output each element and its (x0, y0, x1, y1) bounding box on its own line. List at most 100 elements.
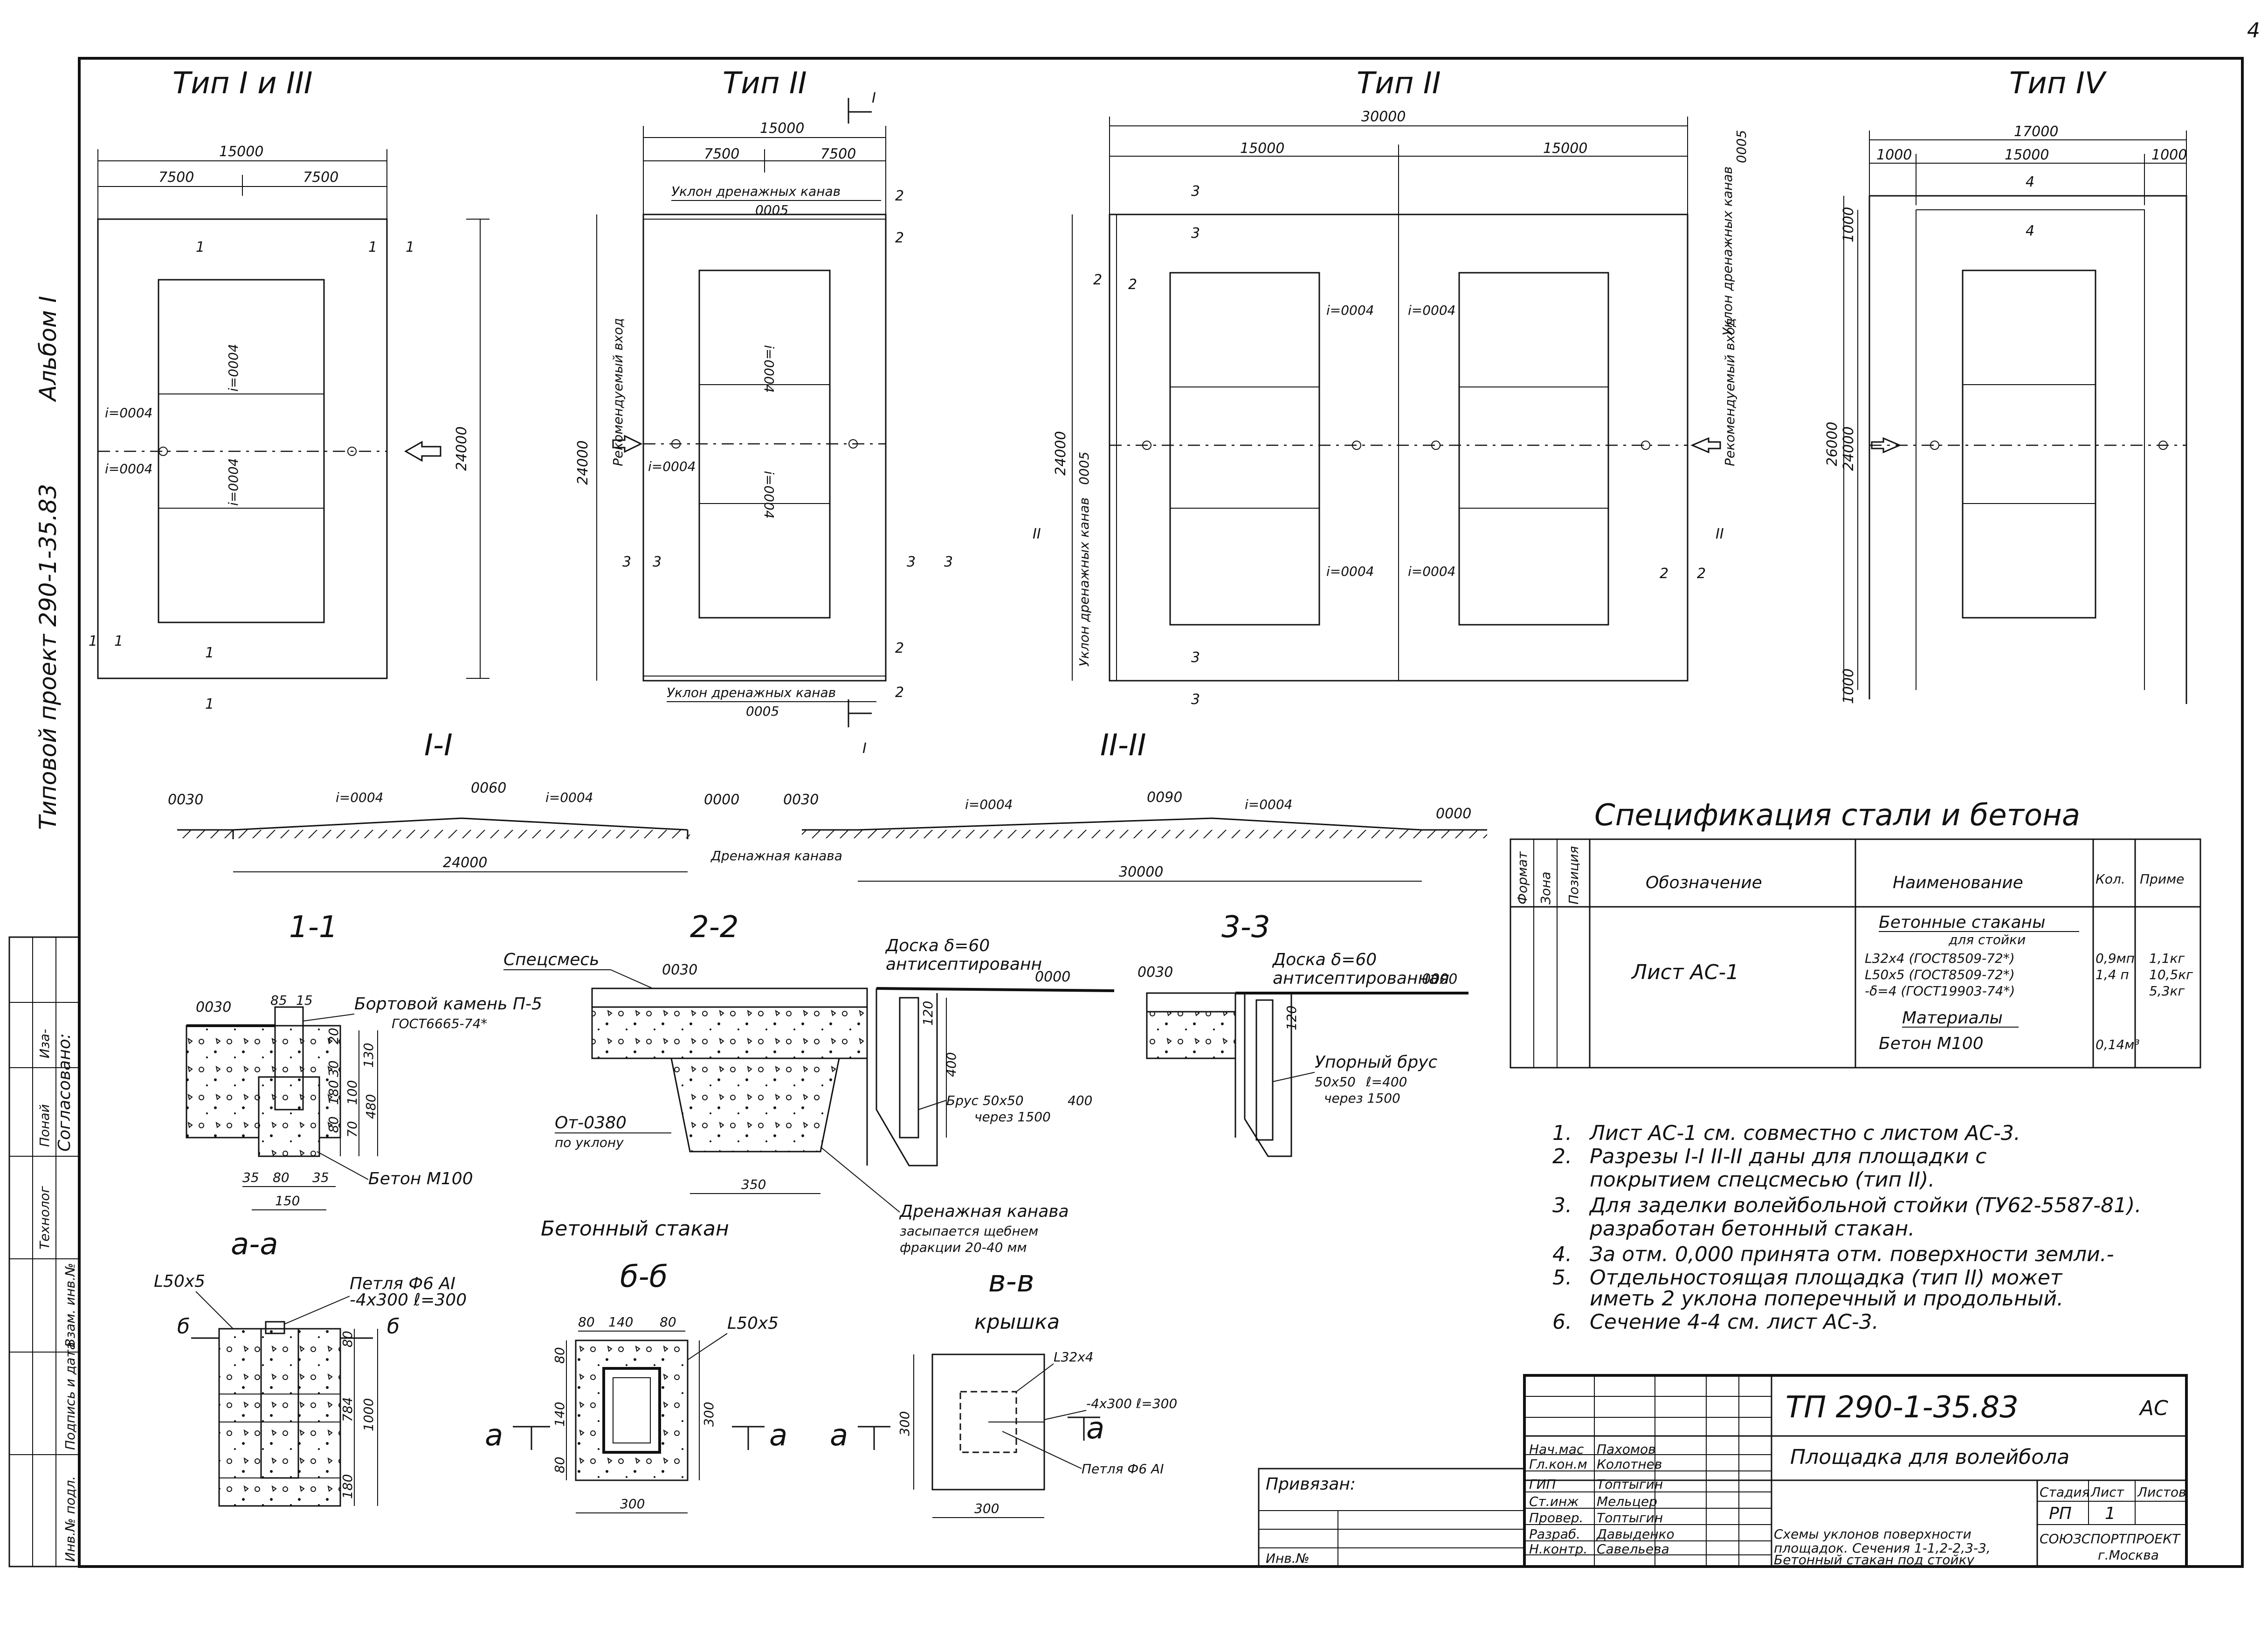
title-role-5: Провер. (1529, 1510, 1583, 1526)
plan-type-2-double-mark-7: 2 (1697, 566, 1706, 582)
section-I-I-title: I-I (424, 728, 453, 763)
plan-type-1-3-slope-2: i=0004 (226, 458, 241, 506)
note-9-text: Сечение 4-4 см. лист АС-3. (1590, 1310, 1879, 1334)
section-1-1-vdim-4: 100 (345, 1080, 360, 1105)
section-I-I-length: 24000 (443, 855, 487, 871)
section-3-3-beam-step: через 1500 (1324, 1091, 1400, 1106)
title-desc-1: Схемы уклонов поверхности (1774, 1526, 1972, 1542)
section-2-2-mix: Спецсмесь (503, 950, 599, 969)
spec-concrete-qty: 0,14м³ (2096, 1037, 2140, 1052)
spec-item-1-note: 1,1кг (2149, 951, 2185, 966)
section-1-1-vdim-1: 20 (326, 1028, 341, 1044)
section-1-1-top: 0030 (196, 999, 231, 1015)
title-object: Площадка для волейбола (1790, 1445, 2069, 1469)
plan-type-2-double-drain-side-val: 0005 (1734, 130, 1749, 163)
spec-header-designation: Обозначение (1646, 873, 1762, 892)
spec-header-note: Приме (2140, 871, 2184, 887)
section-1-1-vdim-6: 180 (326, 1080, 341, 1105)
section-I-I-mark-right: 0000 (704, 792, 739, 808)
section-II-II-mark-right: 0000 (1436, 806, 1471, 822)
detail-b-b-cut-right: а (769, 1418, 787, 1453)
plan-type-2-double-mark-3: 3 (1191, 649, 1200, 666)
section-II-II-mark-left: 0030 (783, 792, 819, 808)
plan-type-2-double-slope-2: i=0004 (1408, 303, 1456, 318)
section-2-2-beam-len: 400 (1068, 1093, 1092, 1108)
spec-item-1-qty: 0,9мп (2096, 951, 2135, 966)
plan-type-2-single-mark-6: 2 (895, 684, 904, 701)
section-1-1-hdim-4: 150 (275, 1193, 300, 1208)
detail-b-b: б-б 80 140 80 L50х5 80 140 80 300 300 а … (485, 1260, 787, 1513)
plan-type-2-single-dim-height: 24000 (575, 441, 591, 485)
plan-type-1-3-dim-left: 7500 (159, 169, 194, 186)
detail-v-v-plate: -4х300 ℓ=300 (1086, 1396, 1177, 1411)
detail-v-v: в-в крышка L32х4 -4х300 ℓ=300 Петля Ф6 А… (830, 1264, 1177, 1518)
title-sheet-mark: АС (2138, 1396, 2168, 1420)
section-1-1-vdim-5: 80 (326, 1116, 341, 1133)
detail-a-a-vdim-1: 80 (340, 1331, 355, 1347)
side-stamp-col-1: Инв.№ подл. (62, 1476, 78, 1562)
title-name-7: Савельева (1597, 1541, 1669, 1557)
plan-type-2-single: Тип II 15000 7500 7500 I I Уклон дренажн… (575, 66, 953, 757)
note-6-n: 4. (1552, 1243, 1572, 1266)
section-2-2-drain-title: Дренажная канава (899, 1202, 1069, 1221)
plan-type-1-3-slope-1: i=0004 (226, 344, 241, 392)
section-II-II-mark-mid: 0090 (1147, 789, 1182, 806)
plan-type-1-3-slope-3: i=0004 (105, 405, 153, 421)
plan-type-4-dim-bottom: 1000 (1841, 669, 1857, 704)
section-3-3-title: 3-3 (1221, 910, 1270, 945)
note-2-n: 2. (1552, 1145, 1572, 1168)
plan-type-2-double-dim-left: 15000 (1240, 140, 1284, 157)
detail-b-b-hdim-4: 300 (620, 1496, 645, 1512)
title-inv: Инв.№ (1266, 1551, 1310, 1566)
section-I-I-mark-mid: 0060 (471, 780, 506, 796)
section-3-3-board: Доска δ=60 (1272, 950, 1377, 969)
album-label: Альбом I (34, 296, 62, 402)
plan-type-4-dim-total: 17000 (2014, 124, 2058, 140)
plan-type-2-double-slope-3: i=0004 (1326, 564, 1374, 579)
title-name-6: Давыденко (1596, 1526, 1675, 1542)
plan-type-2-single-mark-3: 2 (895, 188, 904, 204)
detail-a-a-title: а-а (231, 1227, 278, 1262)
plan-type-2-single-dim-left: 7500 (704, 146, 739, 162)
detail-v-v-cut-right: а (1086, 1411, 1104, 1446)
plan-type-2-double-mark-8: 2 (1093, 272, 1102, 288)
spec-header-zone: Зона (1538, 871, 1553, 904)
detail-b-b-vdim-4: 300 (701, 1402, 717, 1427)
section-2-2-bottom: От-0380 (555, 1113, 627, 1132)
plan-type-4: Тип IV 17000 1000 15000 1000 4 4 26000 2… (1824, 66, 2187, 704)
section-1-1-hdim-2: 80 (273, 1170, 290, 1185)
plan-type-1-3: Тип I и III 15000 7500 7500 24000 i=0004… (89, 66, 489, 712)
plan-type-2-single-drain-top-val: 0005 (755, 202, 788, 218)
title-code: ТП 290-1-35.83 (1785, 1390, 2019, 1425)
title-name-5: Топтыгин (1597, 1510, 1663, 1526)
section-2-2-beam: Брус 50х50 (946, 1093, 1024, 1108)
title-name-2: Колотнев (1597, 1457, 1662, 1472)
section-2-2-board: Доска δ=60 (885, 936, 990, 955)
spec-item-3-name: -δ=4 (ГОСТ19903-74*) (1865, 983, 2015, 999)
side-stamp-col-3: Взам. инв.№ (62, 1263, 78, 1347)
section-1-1-stone: Бортовой камень П-5 (354, 994, 542, 1014)
plan-type-4-dim-top: 1000 (1841, 207, 1857, 242)
spec-group-2: Материалы (1902, 1008, 2003, 1028)
plan-type-2-single-dim-right: 7500 (820, 146, 856, 162)
detail-b-b-hdim-3: 80 (660, 1314, 676, 1330)
detail-b-b-vdim-1: 80 (552, 1347, 567, 1364)
spec-item-3-note: 5,3кг (2149, 983, 2185, 999)
title-name-1: Пахомов (1597, 1442, 1656, 1457)
plan-type-2-single-mark-8: 3 (653, 554, 662, 570)
plan-type-2-double-drain-left-val: 0005 (1076, 452, 1092, 485)
note-7-text: Отдельностоящая площадка (тип II) может (1590, 1266, 2063, 1290)
detail-a-a: а-а L50х5 Петля Ф6 АI -4х300 ℓ=300 б б 8… (154, 1227, 467, 1507)
spec-item-2-name: L50х5 (ГОСТ8509-72*) (1865, 967, 2015, 982)
spec-header-qty: Кол. (2096, 871, 2125, 887)
section-2-2-width: 350 (741, 1177, 766, 1192)
title-role-1: Нач.мас (1529, 1442, 1584, 1457)
plan-type-4-mark-2: 4 (2026, 223, 2034, 239)
spec-group-1-sub: для стойки (1948, 932, 2026, 947)
title-stage-header: Стадия (2040, 1484, 2089, 1500)
plan-type-2-double: Тип II 30000 15000 15000 i=0004 i=0004 i… (1033, 66, 1749, 708)
plan-type-2-single-title: Тип II (723, 66, 807, 101)
section-1-1-hdim-1: 35 (242, 1170, 259, 1185)
section-1-1-vdim-2: 30 (326, 1060, 341, 1077)
section-2-2-bottom-note: по уклону (555, 1135, 624, 1150)
